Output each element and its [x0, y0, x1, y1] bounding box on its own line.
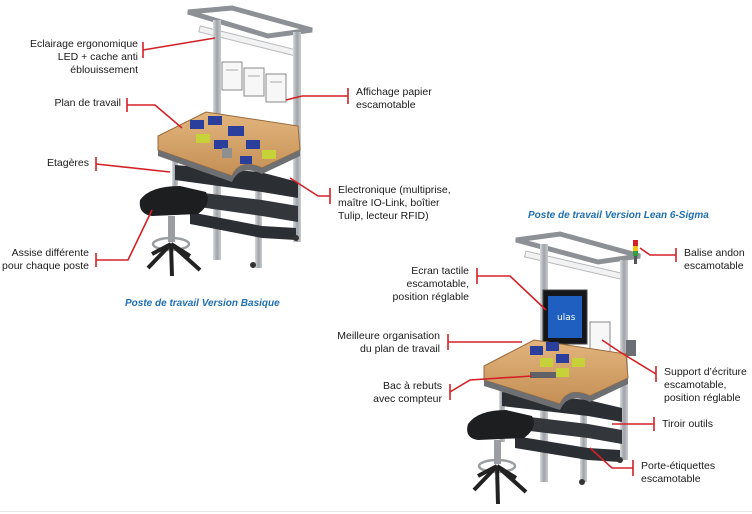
label-seat: Assise différente pour chaque poste: [2, 247, 89, 272]
andon-mount: [626, 340, 636, 356]
leader-line: [639, 247, 676, 256]
bins-lean: [530, 342, 585, 378]
label-shelves: Etagères: [46, 157, 89, 169]
leader-line: [285, 95, 348, 101]
label-andon: Balise andon escamotable: [684, 247, 745, 272]
caption-lean: Poste de travail Version Lean 6-Sigma: [528, 210, 709, 221]
leader-line: [449, 375, 533, 393]
label-electronics: Electronique (multiprise, maître IO-Link…: [338, 184, 451, 222]
top-frame: [515, 231, 641, 265]
label-writing-support: Support d’écriture escamotable, position…: [664, 366, 747, 404]
top-frame: [187, 5, 313, 39]
shelves: [175, 165, 298, 240]
bins-basic: [190, 116, 276, 164]
upright-post: [499, 372, 505, 442]
leader-line: [289, 177, 330, 197]
label-tool-drawer: Tiroir outils: [662, 418, 713, 430]
label-label-holder: Porte-étiquettes escamotable: [641, 460, 716, 485]
bottom-divider: [0, 511, 752, 512]
caption-basic: Poste de travail Version Basique: [125, 298, 280, 309]
leader-line: [127, 104, 183, 129]
svg-text:ulas: ulas: [557, 313, 576, 323]
label-scrap-bin: Bac à rebuts avec compteur: [373, 380, 442, 405]
stool-lean: [467, 410, 534, 505]
leader-line: [142, 37, 216, 51]
leader-line: [95, 163, 171, 173]
label-worktop: Plan de travail: [54, 97, 121, 109]
andon-light: [633, 240, 638, 264]
leader-lines: [95, 37, 677, 476]
label-organization: Meilleure organisation du plan de travai…: [337, 330, 440, 355]
paper-display-boards: [221, 61, 287, 103]
label-touch-screen: Ecran tactile escamotable, position régl…: [392, 265, 469, 303]
stool-basic: [139, 186, 208, 277]
leader-line: [589, 447, 633, 469]
leader-line: [477, 275, 547, 311]
leader-line: [96, 209, 153, 261]
station-basic-illustration: [139, 5, 313, 277]
leader-line: [601, 339, 657, 375]
touch-screen: ulas: [542, 289, 588, 345]
label-lighting: Eclairage ergonomique LED + cache anti é…: [30, 38, 138, 76]
station-lean-illustration: ulas: [467, 231, 641, 505]
label-paper-display: Affichage papier escamotable: [356, 86, 432, 111]
